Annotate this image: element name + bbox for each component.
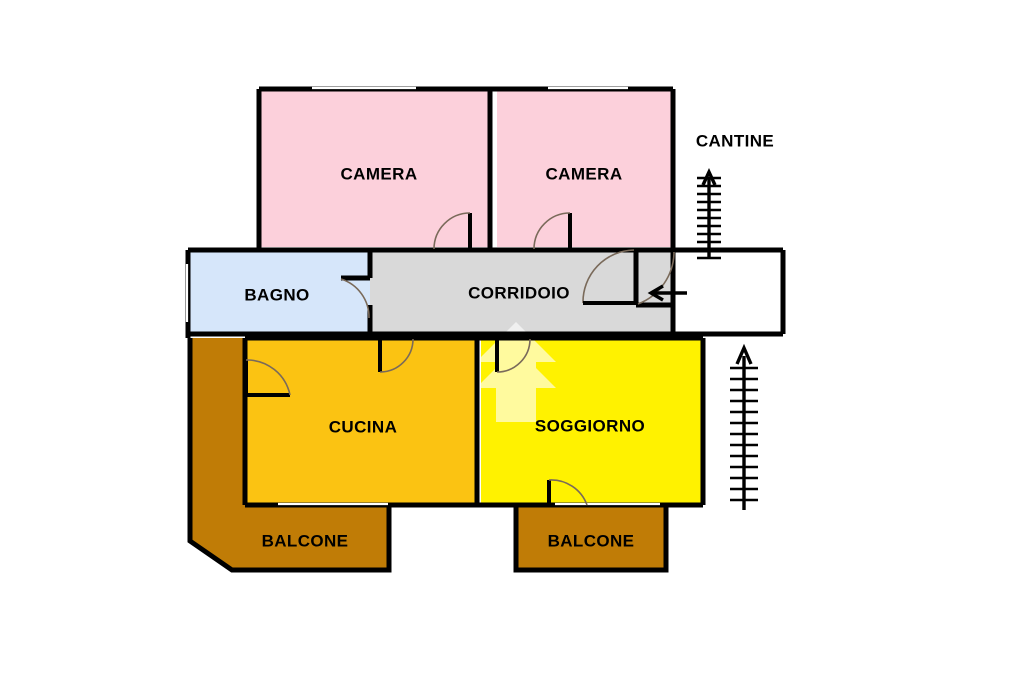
- walls: [185, 86, 786, 573]
- stairs-to-cellars: [697, 167, 721, 260]
- door-cucina-balcone: [244, 359, 291, 397]
- door-corridoio-hall: [582, 249, 636, 305]
- door-bagno: [340, 278, 370, 319]
- door-soggiorno-balcone: [547, 479, 588, 506]
- entrance-direction-arrow: [647, 284, 687, 302]
- room-fill-balcone-left: [190, 338, 389, 570]
- door-cucina: [378, 338, 414, 373]
- room-fill-camera-right: [497, 89, 673, 247]
- room-fill-corridoio: [370, 250, 673, 334]
- label-cantine: CANTINE: [696, 131, 774, 150]
- label-balcone-right: BALCONE: [548, 531, 635, 550]
- door-entrance: [637, 251, 675, 305]
- door-soggiorno: [495, 338, 531, 373]
- room-fill-balcone-right: [516, 505, 666, 570]
- label-balcone-left: BALCONE: [262, 531, 349, 550]
- door-camera-right: [533, 212, 572, 250]
- label-corridoio: CORRIDOIO: [468, 283, 570, 302]
- doors: [244, 212, 675, 506]
- room-fill-entry-hall: [673, 250, 783, 334]
- stairs-exterior: [730, 343, 758, 510]
- watermark-logo: [476, 322, 556, 422]
- label-soggiorno: SOGGIORNO: [535, 416, 645, 435]
- room-fill-cucina: [245, 338, 477, 505]
- room-fill-camera-left: [259, 89, 490, 247]
- label-bagno: BAGNO: [244, 285, 309, 304]
- label-camera-left: CAMERA: [340, 164, 417, 183]
- label-camera-right: CAMERA: [545, 164, 622, 183]
- room-labels: CAMERA CAMERA BAGNO CORRIDOIO CUCINA SOG…: [244, 131, 774, 550]
- door-camera-left: [433, 212, 472, 250]
- room-fill-bagno: [188, 250, 370, 334]
- room-fills: [188, 89, 783, 570]
- windows: [185, 86, 660, 506]
- label-cucina: CUCINA: [329, 417, 398, 436]
